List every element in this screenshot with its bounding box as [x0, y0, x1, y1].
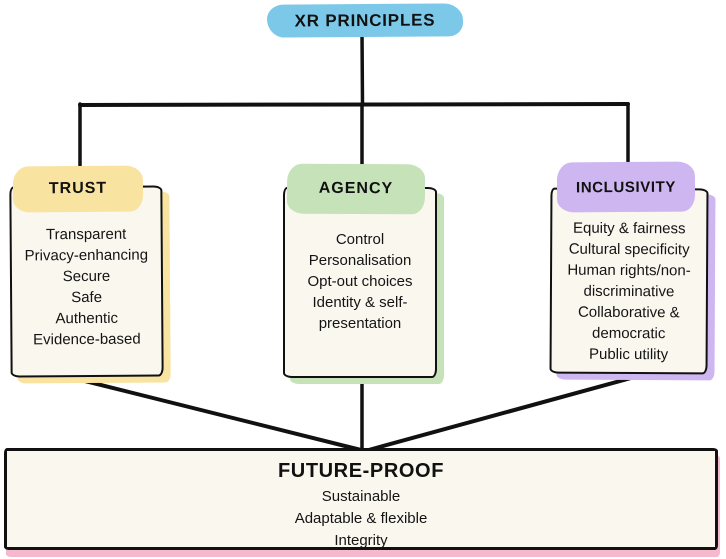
- branch-title-blob-inclusivity: INCLUSIVITY: [556, 161, 696, 213]
- list-item: Public utility: [588, 345, 669, 364]
- list-item: Evidence-based: [33, 330, 141, 349]
- list-item: Control: [335, 231, 385, 248]
- list-item: Adaptable & flexible: [294, 510, 428, 527]
- list-item: Secure: [62, 267, 111, 286]
- list-item: Equity & fairness: [572, 219, 686, 238]
- list-item: Opt-out choices: [307, 273, 413, 290]
- list-item: Authentic: [55, 309, 119, 328]
- list-item: Transparent: [45, 225, 127, 244]
- footer-title: FUTURE-PROOF: [277, 460, 445, 482]
- list-item: Integrity: [334, 532, 388, 549]
- branch-title-inclusivity: INCLUSIVITY: [575, 178, 677, 196]
- branch-title-blob-trust: TRUST: [12, 165, 144, 213]
- list-item: Identity & self-presentation: [312, 294, 408, 332]
- branch-title-agency: AGENCY: [318, 179, 394, 198]
- root-node-label: XR PRINCIPLES: [294, 10, 436, 30]
- list-item: Safe: [71, 288, 103, 307]
- list-item: Personalisation: [308, 252, 412, 269]
- branch-title-blob-agency: AGENCY: [286, 163, 426, 215]
- root-node-xr-principles: XR PRINCIPLES: [266, 3, 464, 38]
- list-item: Cultural specificity: [568, 240, 690, 259]
- list-item: Human rights/non-discriminative: [567, 261, 691, 301]
- list-item: Privacy-enhancing: [24, 246, 149, 265]
- list-item: Collaborative & democratic: [577, 303, 680, 343]
- list-item: Sustainable: [321, 488, 401, 505]
- branch-title-trust: TRUST: [48, 179, 108, 198]
